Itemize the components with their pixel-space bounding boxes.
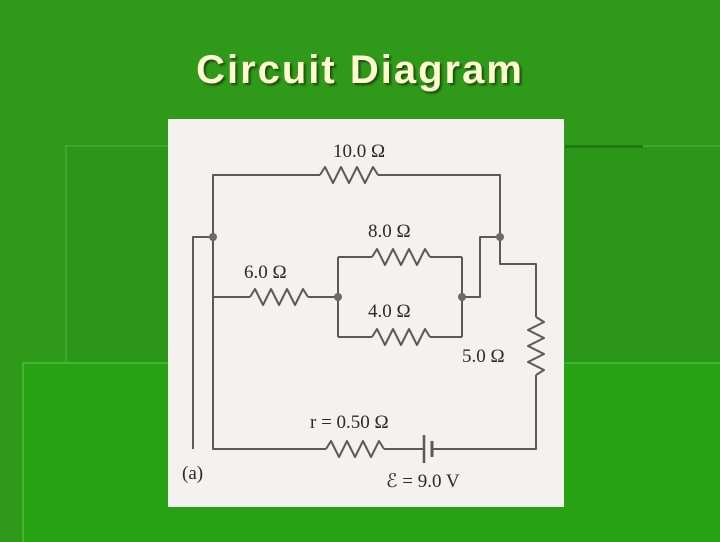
circuit-diagram-image: 10.0 Ω 8.0 Ω 6.0 Ω 4.0 Ω 5.0 Ω r = 0.50 … (168, 119, 564, 507)
background-panel-right (565, 145, 643, 148)
resistor-6-ohm (249, 288, 309, 306)
wire-top-right (378, 174, 501, 237)
label-5-ohm: 5.0 Ω (462, 346, 505, 367)
wire-top-left (212, 174, 320, 237)
junction-parallel-left (334, 293, 342, 301)
circuit-svg: 10.0 Ω 8.0 Ω 6.0 Ω 4.0 Ω 5.0 Ω r = 0.50 … (182, 141, 545, 492)
resistor-5-ohm (527, 316, 545, 376)
resistor-internal (325, 440, 385, 458)
wire-left-main (212, 237, 320, 450)
label-10-ohm: 10.0 Ω (333, 141, 385, 162)
label-4-ohm: 4.0 Ω (368, 301, 411, 322)
label-6-ohm: 6.0 Ω (244, 262, 287, 283)
label-internal-resistance: r = 0.50 Ω (310, 412, 389, 433)
resistor-8-ohm (371, 248, 431, 266)
label-8-ohm: 8.0 Ω (368, 221, 411, 242)
junction-parallel-right (458, 293, 466, 301)
junction-left (209, 233, 217, 241)
figure-label: (a) (182, 463, 203, 484)
wire-right-bottom (440, 375, 537, 450)
junction-right (496, 233, 504, 241)
wire-parallel-right (461, 236, 500, 337)
resistor-4-ohm (371, 328, 431, 346)
label-battery-emf: ℰ = 9.0 V (386, 471, 460, 492)
resistor-10-ohm (319, 166, 379, 184)
page-title: Circuit Diagram (196, 48, 524, 92)
wire-left-branch (192, 236, 213, 449)
wire-right-down (499, 237, 537, 317)
